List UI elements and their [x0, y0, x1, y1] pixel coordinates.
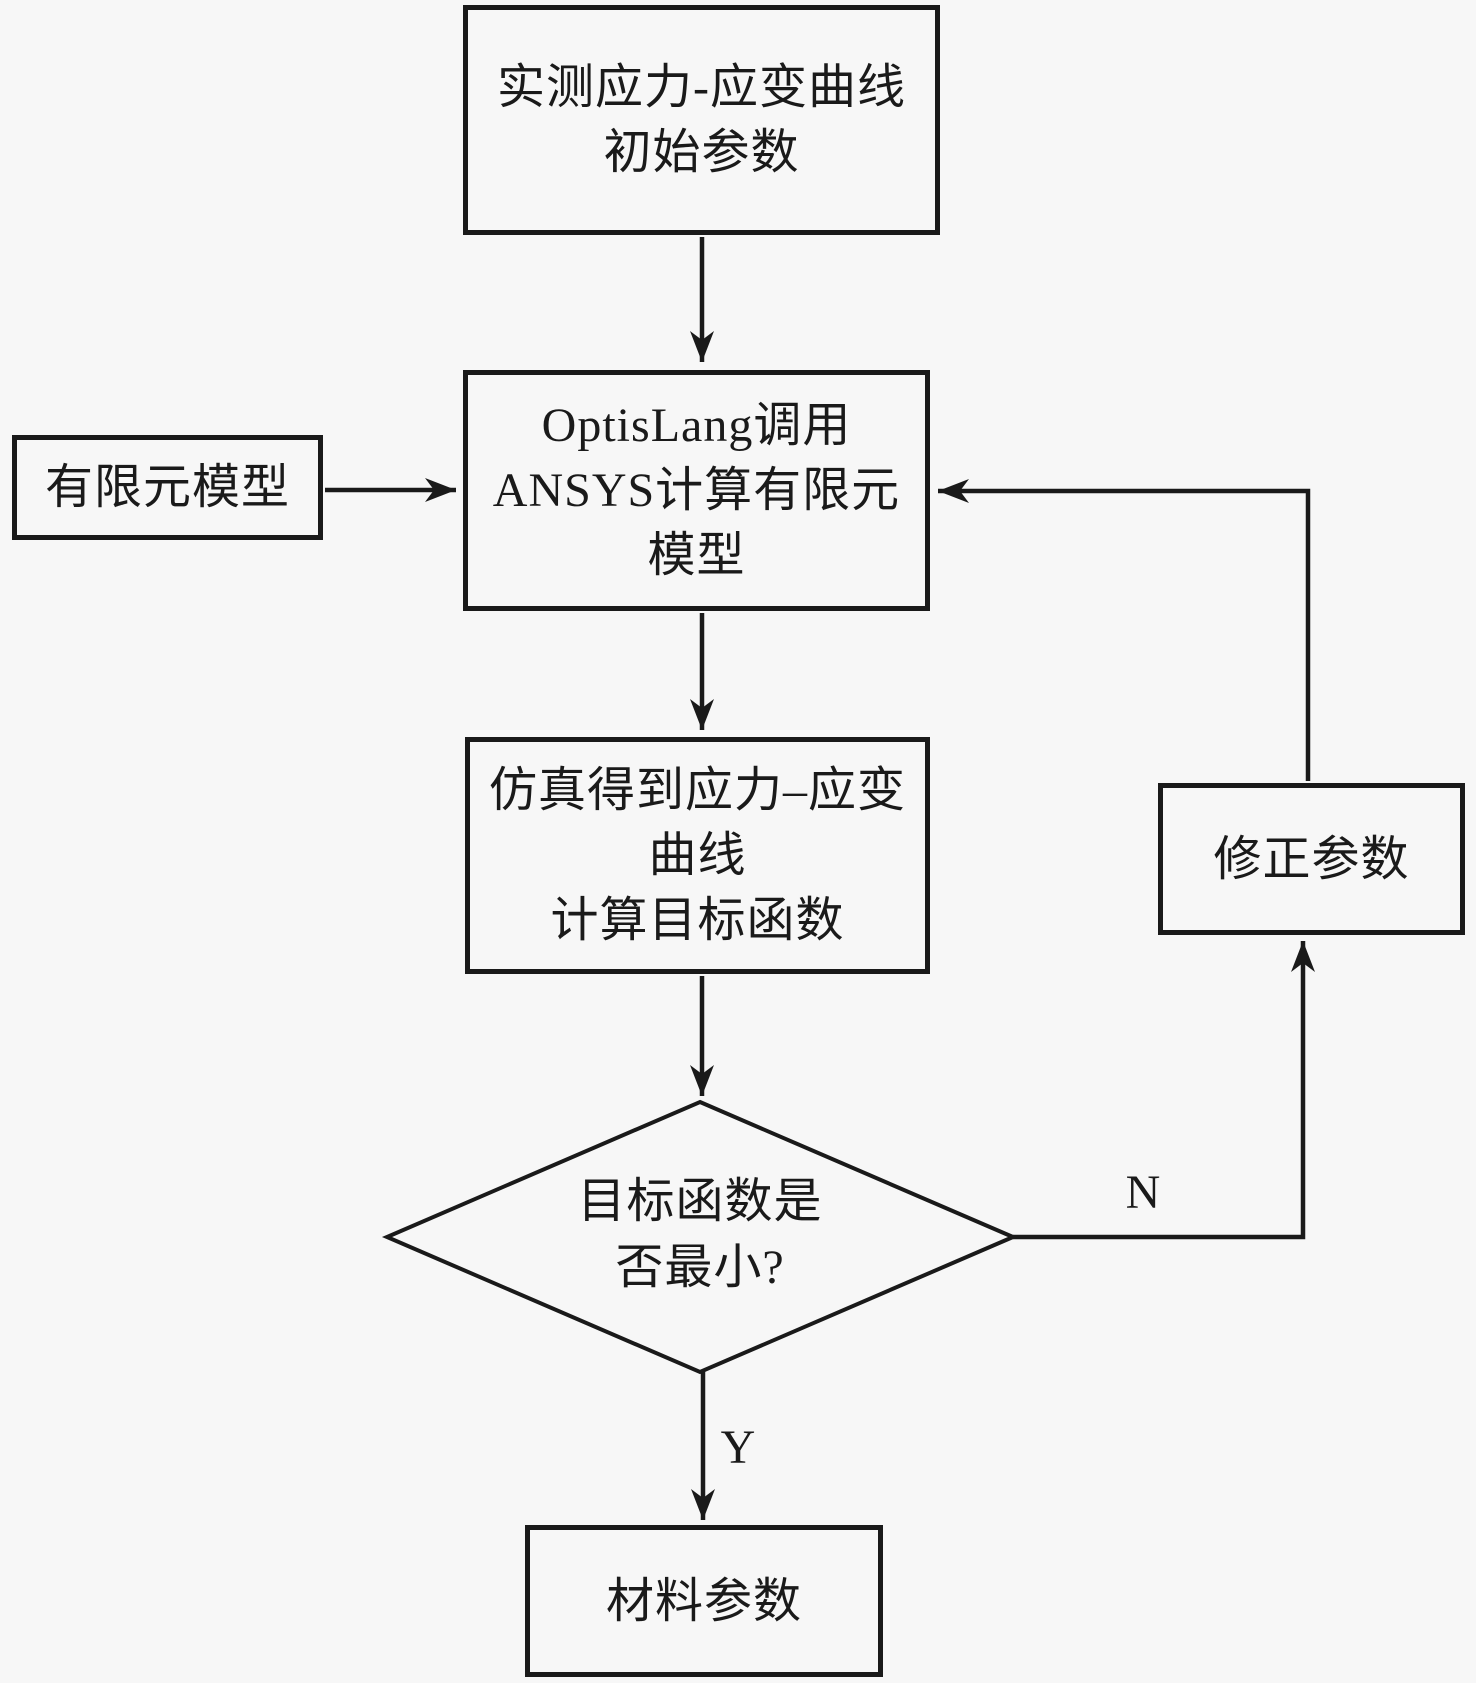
- node-measured-curve: 实测应力-应变曲线 初始参数: [463, 5, 940, 235]
- node-optislang-line3: 模型: [647, 529, 746, 582]
- node-simulation-line2: 曲线: [648, 829, 747, 882]
- node-optislang-ansys: OptisLang调用 ANSYS计算有限元 模型: [463, 370, 930, 611]
- node-material-parameters: 材料参数: [525, 1525, 883, 1677]
- node-material-parameters-label: 材料参数: [605, 1574, 802, 1628]
- node-revise-parameters-label: 修正参数: [1213, 832, 1410, 886]
- edge-decision-to-revise: [1013, 941, 1315, 1240]
- edge-revise-to-optislang: [938, 479, 1311, 781]
- node-measured-curve-line2: 初始参数: [603, 126, 800, 179]
- node-decision-text: 目标函数是 否最小?: [460, 1135, 940, 1335]
- node-optislang-line1: OptisLang调用: [541, 399, 852, 452]
- edge-label-no: N: [1125, 1166, 1161, 1219]
- node-optislang-line2: ANSYS计算有限元: [492, 464, 901, 517]
- node-measured-curve-line1: 实测应力-应变曲线: [497, 61, 906, 114]
- node-simulation-line3: 计算目标函数: [550, 894, 845, 947]
- node-fem-model: 有限元模型: [12, 435, 323, 540]
- node-decision-line1: 目标函数是: [577, 1175, 823, 1228]
- node-fem-model-label: 有限元模型: [44, 461, 290, 514]
- edge-label-yes: Y: [720, 1421, 756, 1474]
- node-simulation-objective: 仿真得到应力–应变 曲线 计算目标函数: [465, 737, 930, 974]
- decision-diamond: [381, 1099, 1019, 1375]
- node-simulation-line1: 仿真得到应力–应变: [488, 764, 906, 817]
- node-decision-line2: 否最小?: [615, 1241, 785, 1294]
- node-revise-parameters: 修正参数: [1158, 783, 1465, 935]
